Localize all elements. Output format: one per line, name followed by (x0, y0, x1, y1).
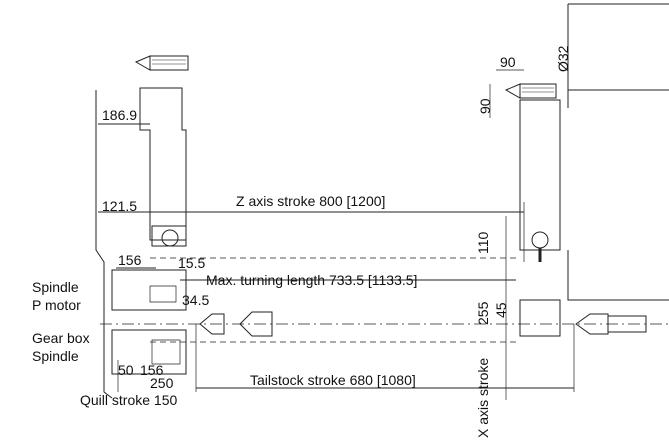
spindle-detail (149, 285, 181, 365)
left-tool-tip (151, 225, 187, 247)
right-turret-body (519, 99, 561, 251)
spindle-housing (111, 269, 187, 311)
dim-15-5-label: 15.5 (178, 255, 206, 271)
right-chuck-circle (531, 231, 549, 249)
dim-250-label: 250 (150, 375, 174, 391)
dim-90-horizontal-label: 90 (500, 54, 516, 70)
gearbox-housing (111, 329, 187, 375)
dim-phi32-label: Ø32 (555, 45, 571, 72)
dim-186-9-label: 186.9 (102, 107, 138, 123)
dim-156-label: 156 (118, 252, 142, 268)
max-turning-length-label: Max. turning length 733.5 [1133.5] (206, 272, 418, 288)
dim-110-label: 110 (475, 231, 491, 254)
dim-156b-label: 156 (140, 362, 164, 378)
z-axis-stroke-label: Z axis stroke 800 [1200] (236, 193, 386, 209)
tailstock-center (575, 313, 609, 335)
quill-stroke-label: Quill stroke 150 (80, 392, 178, 408)
tailstock-stroke-label: Tailstock stroke 680 [1080] (250, 372, 416, 388)
right-tool-lines (522, 87, 554, 93)
right-tool-holder (504, 83, 557, 99)
left-chuck-circle (161, 229, 179, 247)
left-tool-lines (152, 59, 186, 65)
left-housing-edge (95, 90, 113, 399)
spindle-label: Spindle (32, 348, 79, 364)
left-turret-body (139, 87, 187, 241)
dim-34-5-label: 34.5 (182, 292, 210, 308)
right-lower-block (519, 299, 561, 337)
spindle-motor-label-line1: Spindle (32, 279, 79, 295)
dim-255-label: 255 (475, 301, 491, 325)
dim-50-label: 50 (118, 362, 134, 378)
left-center-2 (239, 311, 273, 337)
tailstock-quill (608, 315, 647, 333)
left-tool-holder (134, 55, 189, 71)
spindle-motor-label-line2: P motor (32, 297, 81, 313)
dim-90-vertical-label: 90 (477, 98, 493, 114)
gear-box-label: Gear box (32, 330, 90, 346)
right-column (567, 3, 669, 301)
dim-45-label: 45 (493, 302, 509, 318)
left-center-1 (199, 313, 225, 335)
dim-121-5-label: 121.5 (102, 198, 138, 214)
x-axis-stroke-label: X axis stroke (475, 357, 491, 438)
